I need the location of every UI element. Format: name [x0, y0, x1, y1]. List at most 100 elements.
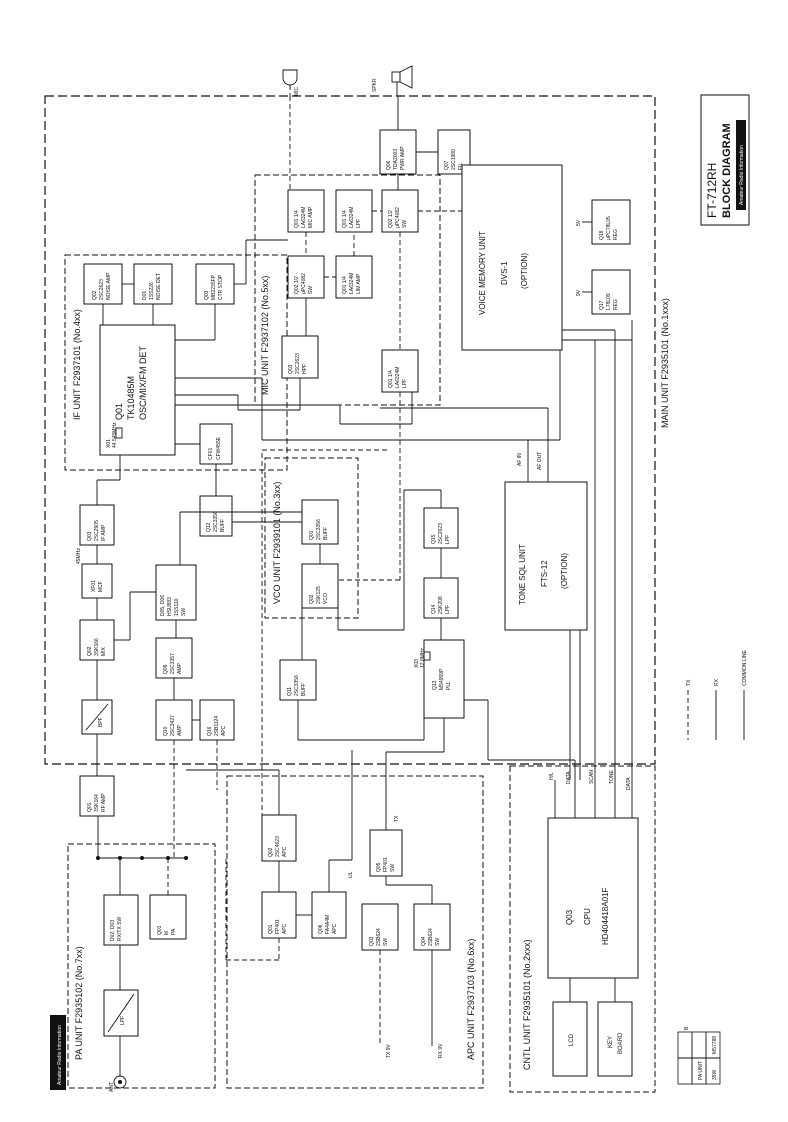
x03: X03 12.8MHz [414, 647, 426, 668]
svg-text:REG: REG [613, 229, 619, 240]
svg-text:3SK164: 3SK164 [94, 794, 100, 812]
svg-text:NOISE AMP: NOISE AMP [106, 272, 112, 300]
svg-text:Q01: Q01 [157, 925, 163, 935]
svg-text:PA: PA [171, 928, 177, 935]
svg-text:M57788: M57788 [712, 1036, 718, 1054]
svg-text:Q11: Q11 [287, 687, 293, 696]
svg-text:IF AMP: IF AMP [101, 524, 107, 541]
q16-apc: Q16 2SB1124 APC [207, 716, 227, 736]
main-q18: Q18 μPC78L05 REG [599, 216, 619, 240]
svg-text:DATA: DATA [566, 771, 572, 784]
apc-q01: Q01 FP401 APC [268, 919, 288, 934]
main-q17-box [591, 269, 631, 315]
svg-text:Q16: Q16 [207, 726, 213, 736]
q14-lpf: Q14 2SK208 LPF [431, 596, 451, 614]
svg-text:LPF: LPF [445, 535, 451, 544]
mic-q02a: Q02 1/2 μPC4082 SW [294, 273, 314, 294]
svg-text:FP401: FP401 [275, 919, 281, 934]
svg-text:Q02: Q02 [92, 290, 98, 300]
svg-text:L78L09: L78L09 [606, 293, 612, 310]
variant-table: B PA UNIT 35W M57788 [677, 1026, 721, 1085]
pa-d02-box [103, 894, 139, 946]
svg-text:BPF: BPF [98, 717, 104, 727]
q14-box [423, 577, 459, 619]
svg-text:2SK208: 2SK208 [438, 596, 444, 614]
svg-text:3SK166: 3SK166 [94, 638, 100, 656]
mic-q03-box [281, 335, 319, 379]
svg-text:FIL: FIL [458, 163, 464, 170]
svg-text:μPC78L05: μPC78L05 [606, 216, 612, 240]
vco-unit-outline [264, 457, 359, 619]
svg-text:MB2235FP: MB2235FP [211, 274, 217, 300]
svg-text:RX/TX SW: RX/TX SW [117, 917, 123, 941]
svg-text:Q02 1/2: Q02 1/2 [294, 276, 300, 294]
apc-ul-label: UL [348, 871, 354, 878]
svg-text:MIX: MIX [101, 646, 107, 656]
svg-text:LA6324M: LA6324M [301, 207, 307, 228]
svg-text:AF OUT: AF OUT [537, 452, 543, 470]
svg-text:UL: UL [348, 871, 354, 878]
ant-label: ANT [109, 1082, 115, 1092]
q15-lpf: Q15 2SC2623 LPF [431, 523, 451, 544]
cf01: CF01 CFW455E [208, 436, 222, 460]
mic-q01a: Q01 1/4 LA6324M MIC AMP [294, 206, 314, 228]
if-q03-box [195, 263, 235, 305]
svg-text:Q01 1/4: Q01 1/4 [342, 276, 348, 294]
xf01-freq: 45MHz [76, 548, 82, 564]
q02-mix-box [79, 619, 115, 661]
svg-text:AF IN: AF IN [517, 453, 523, 466]
reg-9v: 9V [576, 289, 582, 296]
svg-text:AMP: AMP [177, 725, 183, 737]
vco-unit-label: VCO UNIT F2939101 (No.3xx) [272, 482, 282, 604]
svg-text:Q06: Q06 [386, 160, 392, 170]
main-q01-box [381, 349, 419, 393]
svg-text:APC: APC [282, 846, 288, 857]
svg-text:LPF: LPF [445, 605, 451, 614]
tone-sql-unit-box [504, 481, 588, 631]
svg-text:Amateur Radio Information: Amateur Radio Information [739, 145, 745, 205]
corner-tag-bg [50, 1015, 66, 1090]
apc-unit-outline [226, 775, 484, 1089]
q11-box [279, 659, 317, 701]
svg-text:Q02: Q02 [309, 594, 315, 604]
svg-text:Q01: Q01 [87, 802, 93, 812]
svg-text:CFW455E: CFW455E [216, 436, 222, 460]
rx9v-label: RX 9V [438, 1043, 444, 1058]
main-q17: Q17 L78L09 REG [599, 293, 619, 310]
reg-5v: 5V [576, 219, 582, 226]
svg-text:HSU883: HSU883 [167, 597, 173, 616]
svg-text:XF01: XF01 [91, 580, 97, 592]
svg-text:HPF: HPF [302, 364, 308, 374]
title-subtitle: BLOCK DIAGRAM [721, 123, 733, 218]
svg-text:Amateur Radio Information: Amateur Radio Information [57, 1025, 63, 1085]
svg-text:TONE SQL UNIT: TONE SQL UNIT [518, 544, 527, 605]
cpu-box [547, 817, 639, 979]
svg-text:Q01: Q01 [268, 924, 274, 934]
q11-buff: Q11 2SC3356 BUFF [287, 675, 307, 696]
svg-text:Q03: Q03 [369, 936, 375, 946]
svg-text:FTS-12: FTS-12 [540, 560, 549, 587]
cpu-q03: Q03 CPU HD404418A01F [565, 888, 610, 945]
svg-text:LA6324M: LA6324M [395, 367, 401, 388]
svg-text:SPKR: SPKR [372, 78, 378, 92]
svg-text:Q06: Q06 [318, 924, 324, 934]
svg-text:LPF: LPF [120, 1016, 126, 1025]
mic-unit-outline [254, 174, 441, 406]
main-unit-outline [44, 95, 656, 765]
mic-q02a-box [287, 255, 325, 299]
svg-text:TX: TX [686, 679, 692, 686]
svg-text:FP401: FP401 [383, 857, 389, 872]
svg-text:RX: RX [714, 678, 720, 686]
legend-rx: RX [714, 678, 720, 686]
svg-text:Q01 1/4: Q01 1/4 [294, 210, 300, 228]
svg-text:D02, D03: D02, D03 [110, 920, 116, 941]
svg-text:44.545MHz: 44.545MHz [112, 422, 118, 448]
svg-text:2SC3357: 2SC3357 [170, 653, 176, 674]
lcd-box [552, 1001, 588, 1077]
apc-q04-box [413, 903, 451, 951]
mic-label: MIC [294, 86, 300, 96]
svg-text:Q03: Q03 [288, 364, 294, 374]
svg-text:VCO: VCO [323, 593, 329, 604]
svg-text:IF UNIT F2937101 (No.4xx): IF UNIT F2937101 (No.4xx) [72, 309, 82, 420]
mic-connector [282, 69, 298, 96]
